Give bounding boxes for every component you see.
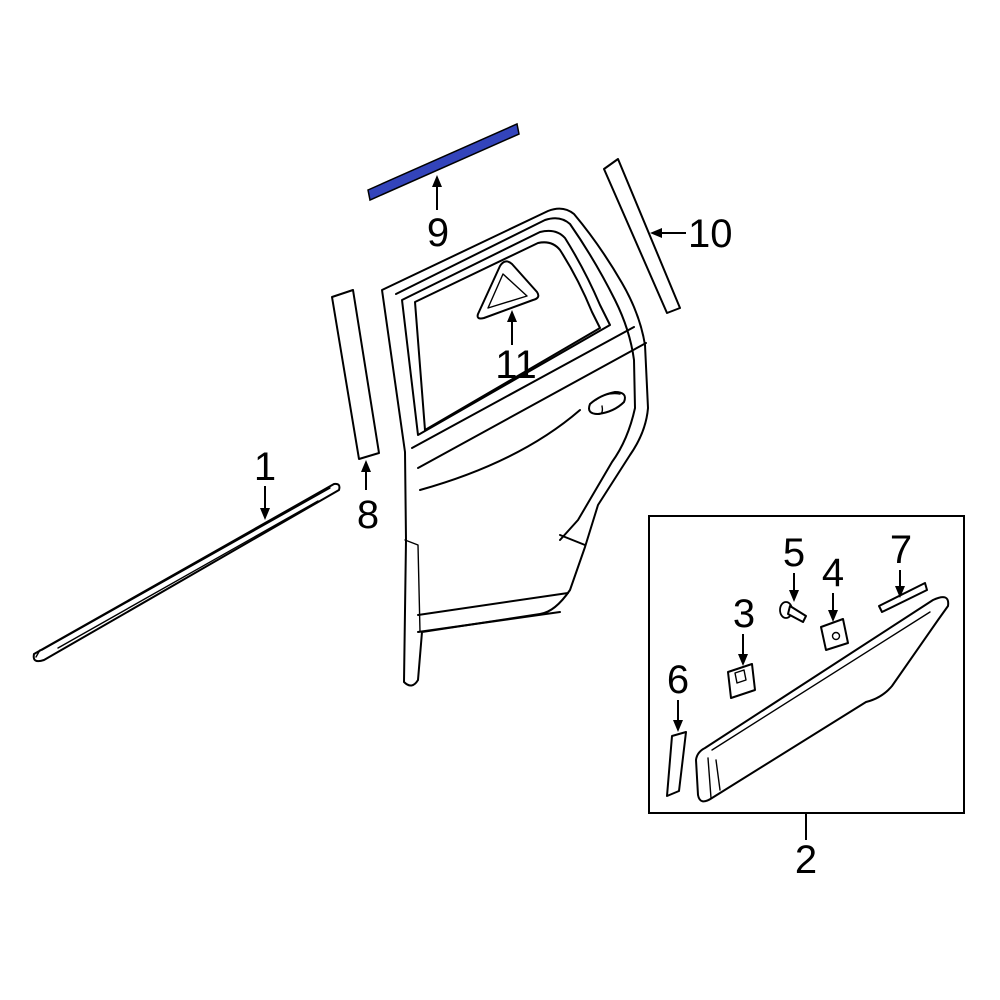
- callout-7: 7: [890, 528, 912, 572]
- part-3-clip[interactable]: [727, 663, 756, 699]
- part-6-end-piece[interactable]: [666, 731, 687, 797]
- callout-4: 4: [822, 551, 844, 595]
- part-10-rear-frame-molding[interactable]: [603, 158, 681, 314]
- callout-9: 9: [427, 211, 449, 255]
- part-11-window-applique[interactable]: [476, 260, 540, 320]
- callout-3: 3: [733, 592, 755, 636]
- callout-labels: 1 2 3 4 5 6 7 8 9 10 11: [254, 211, 912, 882]
- part-5-screw[interactable]: [779, 601, 807, 623]
- callout-6: 6: [667, 658, 689, 702]
- part-8-pillar-applique[interactable]: [331, 289, 380, 460]
- leader-lines: [260, 175, 905, 840]
- callout-5: 5: [783, 531, 805, 575]
- callout-11: 11: [495, 343, 537, 387]
- part-7-tape-strip[interactable]: [878, 582, 928, 613]
- callout-2: 2: [795, 838, 817, 882]
- callout-10: 10: [688, 212, 733, 256]
- callout-8: 8: [357, 493, 379, 537]
- part-1-belt-molding[interactable]: [32, 482, 341, 663]
- rear-door-shell: [381, 207, 649, 687]
- part-4-nut-clip[interactable]: [820, 618, 849, 651]
- callout-1: 1: [254, 445, 276, 489]
- part-2-door-molding[interactable]: [695, 596, 950, 803]
- part-9-door-frame-molding[interactable]: [367, 122, 520, 202]
